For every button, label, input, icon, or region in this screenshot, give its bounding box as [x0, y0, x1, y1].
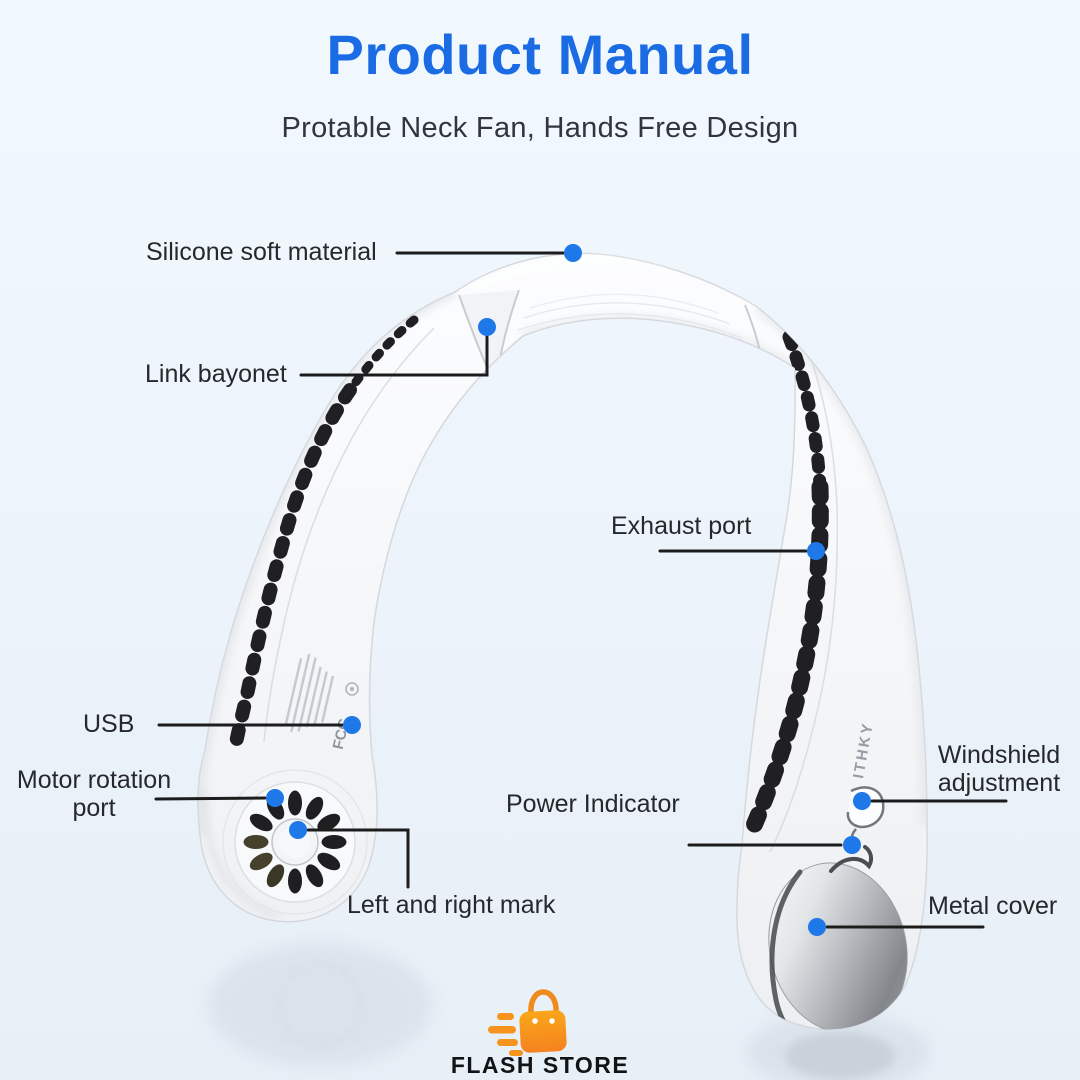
neck-fan-body: FCC: [197, 252, 928, 1031]
page-subtitle: Protable Neck Fan, Hands Free Design: [281, 112, 799, 144]
marker-dot-usb: [343, 716, 361, 734]
marker-dots: [266, 244, 871, 936]
bag-dot-right: [549, 1018, 555, 1024]
bag-body: [519, 1010, 567, 1053]
motor-rotation-port: [222, 769, 368, 915]
bag-dot-left: [532, 1018, 538, 1024]
marker-dot-windshield: [853, 792, 871, 810]
right-edge-shade: [753, 303, 928, 826]
silicone-band-texture: [517, 293, 743, 339]
callout-label-left-right-mark: Left and right mark: [347, 891, 556, 919]
marker-dot-metal-cover: [808, 918, 826, 936]
marker-dot-motor: [266, 789, 284, 807]
callout-label-silicone: Silicone soft material: [146, 238, 377, 266]
regulatory-icon-dot: [350, 687, 354, 691]
floor-reflections: [208, 943, 930, 1080]
callout-label-power-indicator: Power Indicator: [506, 790, 680, 818]
marker-dot-exhaust: [807, 542, 825, 560]
store-name: FLASH STORE: [450, 1052, 630, 1078]
marker-dot-link-bayonet: [478, 318, 496, 336]
callout-label-metal-cover: Metal cover: [928, 892, 1058, 920]
leader-line-left-right-mark: [306, 828, 410, 889]
bag-handle: [528, 989, 559, 1016]
air-vents-left-arm: [228, 315, 419, 755]
leader-lines: [154, 251, 1008, 929]
leader-line-motor: [154, 796, 267, 801]
store-logo: [488, 989, 567, 1056]
shopping-bag-icon: [488, 989, 567, 1056]
left-cap-shade: [201, 789, 279, 919]
callout-label-usb: USB: [83, 710, 135, 738]
leader-line-link-bayonet: [299, 335, 489, 377]
callout-label-windshield-adjustment: Windshield adjustment: [937, 741, 1061, 797]
callout-label-exhaust-port: Exhaust port: [611, 512, 752, 540]
marker-dot-power: [843, 836, 861, 854]
marker-dot-silicone: [564, 244, 582, 262]
metal-cover-latch: [829, 845, 874, 873]
regulatory-icon: [345, 682, 359, 696]
marker-dot-left-right-mark: [289, 821, 307, 839]
spec-text-lines: [284, 653, 334, 733]
callout-label-link-bayonet: Link bayonet: [145, 360, 287, 388]
callout-label-motor-rotation-port: Motor rotation port: [16, 766, 172, 822]
page-title: Product Manual: [326, 23, 754, 86]
